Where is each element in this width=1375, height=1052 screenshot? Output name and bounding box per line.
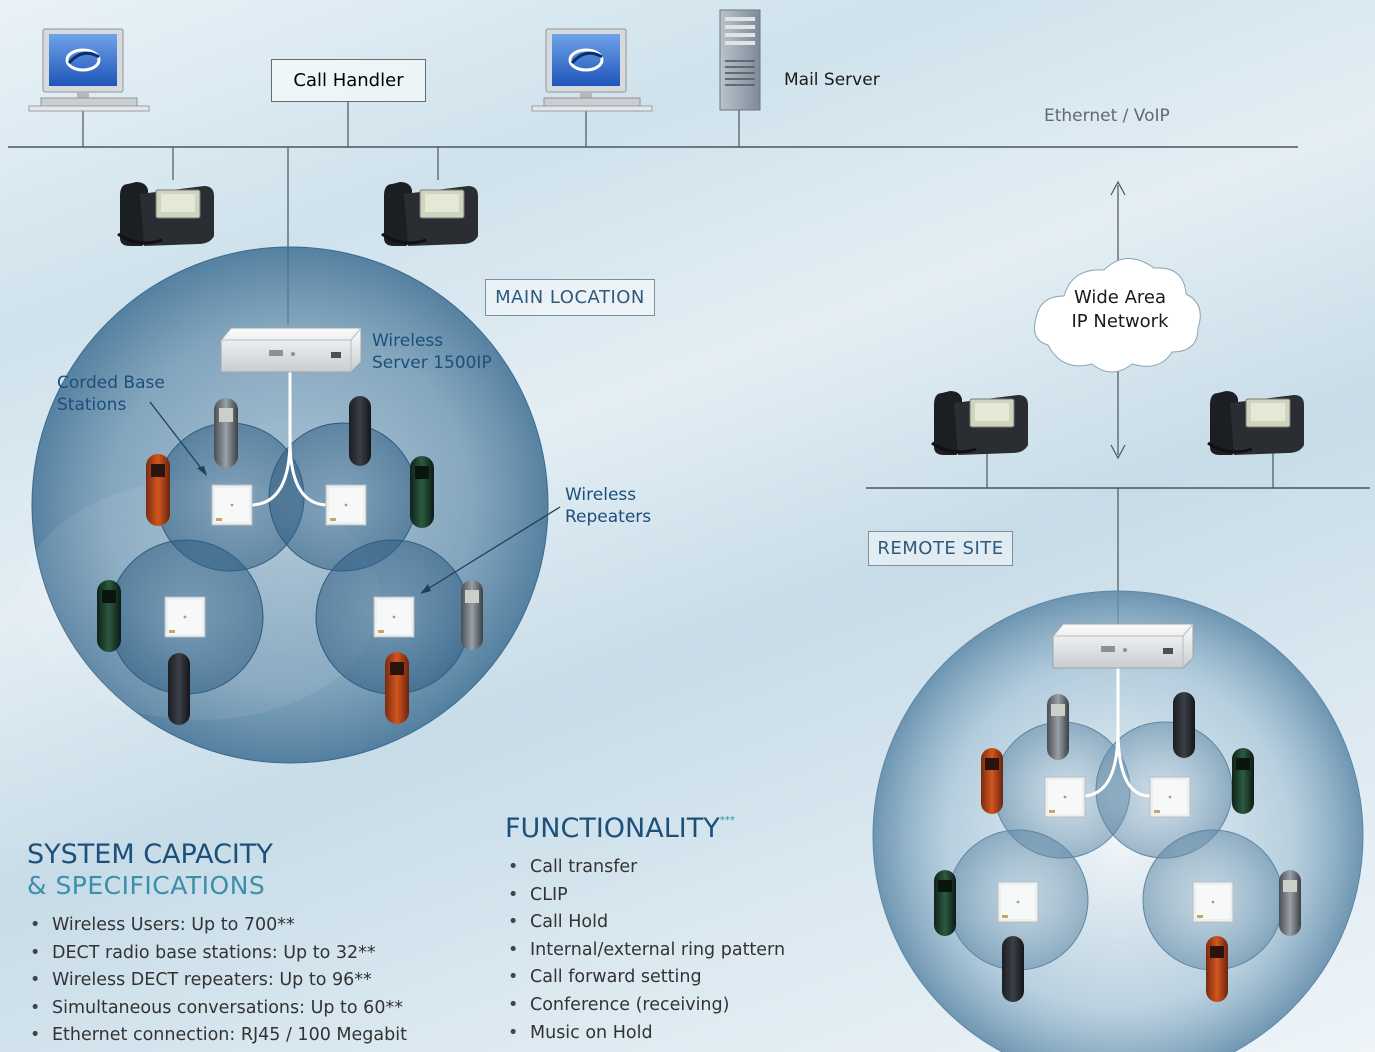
list-item: Ethernet connection: RJ45 / 100 Megabit [27,1022,407,1050]
dect-handset-icon [1232,748,1254,814]
dect-handset-icon [410,456,434,528]
remote-site-badge: REMOTE SITE [868,531,1013,566]
list-item: Wireless DECT repeaters: Up to 96** [27,967,407,995]
server-tower-icon [719,9,761,111]
list-item: Call forward setting [505,964,785,992]
mail-server-label: Mail Server [784,70,880,90]
dect-handset-icon [349,396,371,466]
dect-handset-icon [1047,694,1069,760]
list-item: Call Hold [505,909,785,937]
list-item: Call transfer [505,854,785,882]
cloud-icon [1034,258,1201,373]
dect-handset-icon [385,652,409,724]
base-station-icon [164,596,206,638]
desk-phone-icon [930,389,1030,457]
list-item: Internal/external ring pattern [505,937,785,965]
list-item: Music on Hold [505,1020,785,1048]
computer-icon [27,27,151,113]
desk-phone-icon [380,180,480,248]
corded-base-stations-label: Corded Base Stations [57,373,165,415]
dect-handset-icon [1279,870,1301,936]
list-item: Conference (receiving) [505,992,785,1020]
functionality-list: Call transfer CLIP Call Hold Internal/ex… [505,854,785,1047]
base-station-icon [1044,776,1086,818]
capacity-subtitle: & SPECIFICATIONS [27,871,266,900]
list-item: Simultaneous conversations: Up to 60** [27,995,407,1023]
functionality-title: FUNCTIONALITY*** [505,813,735,844]
desk-phone-icon [116,180,216,248]
dect-handset-icon [934,870,956,936]
list-item: DECT radio base stations: Up to 32** [27,940,407,968]
dect-handset-icon [1173,692,1195,758]
dect-handset-icon [146,454,170,526]
list-item: Wireless Users: Up to 700** [27,912,407,940]
dect-handset-icon [214,398,238,468]
dect-handset-icon [1206,936,1228,1002]
wireless-server-label: Wireless Server 1500IP [372,331,492,373]
base-station-icon [1149,776,1191,818]
call-handler-label: Call Handler [271,59,426,102]
capacity-title: SYSTEM CAPACITY [27,839,273,870]
wireless-repeaters-label: Wireless Repeaters [565,485,652,527]
desk-phone-icon [1206,389,1306,457]
dect-handset-icon [97,580,121,652]
list-item: CLIP [505,882,785,910]
base-station-icon [1192,881,1234,923]
base-station-icon [325,484,367,526]
dect-handset-icon [1002,936,1024,1002]
base-station-icon [373,596,415,638]
capacity-list: Wireless Users: Up to 700** DECT radio b… [27,912,407,1050]
dect-handset-icon [461,580,483,650]
wireless-server-icon [220,327,362,373]
computer-icon [530,27,654,113]
main-location-badge: MAIN LOCATION [485,279,655,316]
base-station-icon [997,881,1039,923]
base-station-icon [211,484,253,526]
functionality-footnote-mark: *** [719,815,735,826]
wan-label: Wide Area IP Network [1071,287,1169,332]
dect-handset-icon [168,653,190,725]
wireless-server-icon [1052,623,1194,669]
ethernet-voip-label: Ethernet / VoIP [1044,106,1170,126]
dect-handset-icon [981,748,1003,814]
